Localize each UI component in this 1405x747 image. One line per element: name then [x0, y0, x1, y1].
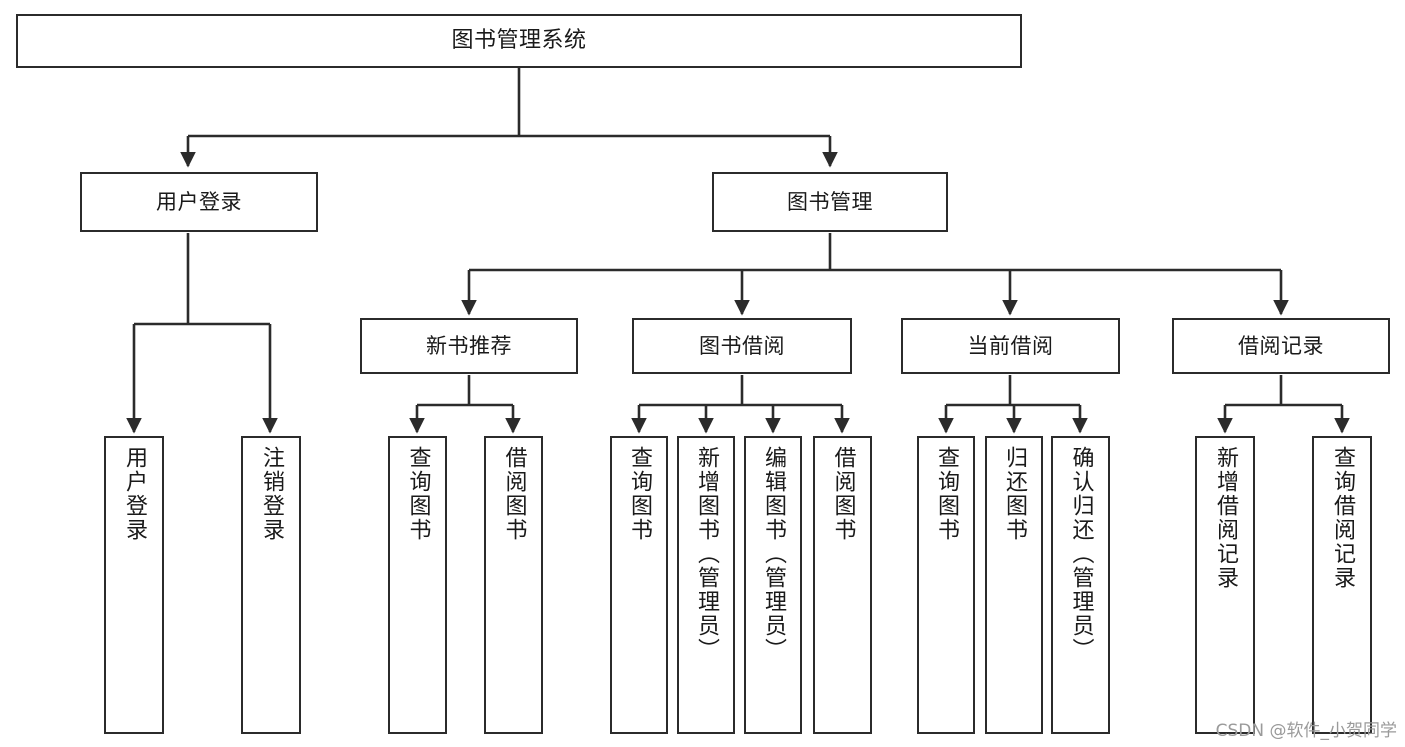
node-current-borrow-label: 当前借阅: [967, 333, 1054, 358]
node-book-borrow[interactable]: 图书借阅: [632, 318, 852, 374]
node-root-book-management-system[interactable]: 图书管理系统: [16, 14, 1022, 68]
node-leaf-return-book-label: 归还图书: [1002, 446, 1027, 542]
node-current-borrow[interactable]: 当前借阅: [901, 318, 1120, 374]
node-leaf-edit-book-label: 编辑图书（管理员）: [761, 446, 786, 662]
node-leaf-query-book-1[interactable]: 查询图书: [388, 436, 447, 734]
node-leaf-add-book-label: 新增图书（管理员）: [694, 446, 719, 662]
node-leaf-logout-login[interactable]: 注销登录: [241, 436, 301, 734]
node-leaf-query-borrow-record[interactable]: 查询借阅记录: [1312, 436, 1372, 734]
node-book-borrow-label: 图书借阅: [699, 333, 785, 358]
node-book-management[interactable]: 图书管理: [712, 172, 948, 232]
node-borrow-record-label: 借阅记录: [1238, 333, 1324, 358]
node-leaf-borrow-book-2[interactable]: 借阅图书: [813, 436, 872, 734]
node-leaf-confirm-return[interactable]: 确认归还（管理员）: [1051, 436, 1110, 734]
node-leaf-add-borrow-record[interactable]: 新增借阅记录: [1195, 436, 1255, 734]
node-leaf-confirm-return-label: 确认归还（管理员）: [1068, 446, 1094, 662]
node-leaf-query-book-3[interactable]: 查询图书: [917, 436, 975, 734]
node-leaf-edit-book[interactable]: 编辑图书（管理员）: [744, 436, 802, 734]
node-leaf-add-borrow-record-label: 新增借阅记录: [1213, 446, 1238, 590]
node-leaf-query-borrow-record-label: 查询借阅记录: [1330, 446, 1355, 590]
node-user-login-label: 用户登录: [156, 189, 242, 214]
node-leaf-query-book-3-label: 查询图书: [934, 446, 959, 542]
node-book-management-label: 图书管理: [787, 189, 873, 214]
node-leaf-query-book-2[interactable]: 查询图书: [610, 436, 668, 734]
node-leaf-borrow-book-1[interactable]: 借阅图书: [484, 436, 543, 734]
node-new-book-recommend-label: 新书推荐: [426, 333, 512, 358]
node-leaf-add-book[interactable]: 新增图书（管理员）: [677, 436, 735, 734]
csdn-watermark: CSDN @软件_小贺同学: [1215, 721, 1397, 741]
node-user-login[interactable]: 用户登录: [80, 172, 318, 232]
node-leaf-borrow-book-1-label: 借阅图书: [501, 446, 527, 542]
node-leaf-borrow-book-2-label: 借阅图书: [830, 446, 856, 542]
node-leaf-user-login[interactable]: 用户登录: [104, 436, 164, 734]
node-root-label: 图书管理系统: [451, 28, 587, 54]
node-borrow-record[interactable]: 借阅记录: [1172, 318, 1390, 374]
node-leaf-user-login-label: 用户登录: [122, 446, 147, 542]
node-leaf-return-book[interactable]: 归还图书: [985, 436, 1043, 734]
node-new-book-recommend[interactable]: 新书推荐: [360, 318, 578, 374]
node-leaf-query-book-2-label: 查询图书: [627, 446, 652, 542]
node-leaf-query-book-1-label: 查询图书: [405, 446, 431, 542]
node-leaf-logout-login-label: 注销登录: [259, 446, 284, 542]
